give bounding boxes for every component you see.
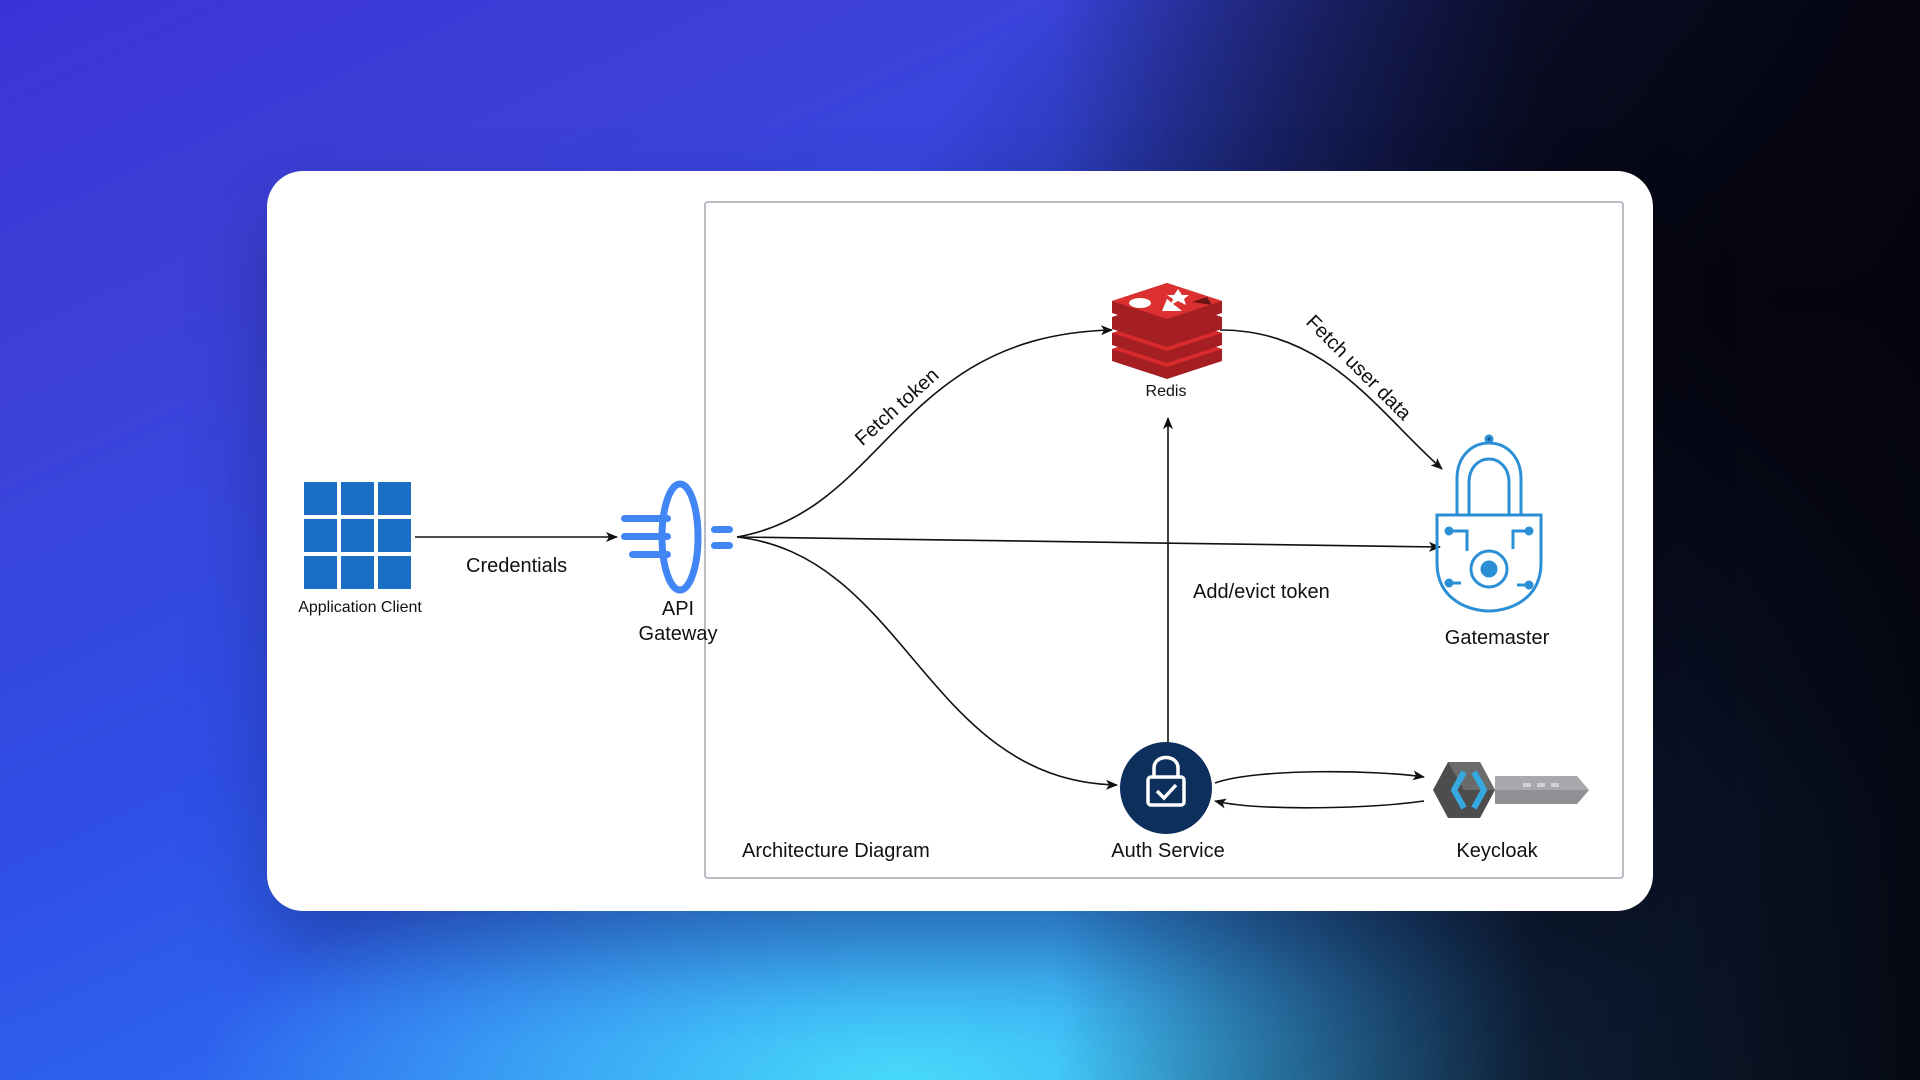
node-label-redis: Redis [1145,383,1187,400]
node-label-api-gateway-line2: Gateway [638,623,718,645]
edge-gateway-gatemaster [736,536,1441,552]
node-label-keycloak: Keycloak [1456,840,1538,862]
lock-check-icon [1120,742,1212,834]
edge-auth-keycloak [1214,770,1425,784]
edge-label-add-evict-token: Add/evict token [1193,581,1330,603]
grid-app-icon [304,482,411,589]
diagram-card: Application Client Credentials API Gatew… [267,171,1653,911]
node-label-api-gateway-line1: API [661,598,695,620]
node-label-application-client: Application Client [298,599,422,616]
edge-keycloak-auth [1214,798,1425,809]
architecture-boundary [704,201,1624,879]
edge-label-credentials: Credentials [466,555,568,577]
node-label-gatemaster: Gatemaster [1444,627,1550,649]
edge-fetch-user-data [1219,329,1443,470]
edge-fetch-token [736,325,1113,538]
node-label-auth-service: Auth Service [1111,840,1225,862]
api-gateway-icon [621,480,733,594]
edge-gateway-auth [736,536,1118,790]
keycloak-key-icon [1433,762,1589,818]
circuit-lock-icon [1435,434,1543,613]
diagram-canvas [304,283,1589,834]
redis-icon [1112,283,1222,379]
diagram-title: Architecture Diagram [742,840,930,862]
